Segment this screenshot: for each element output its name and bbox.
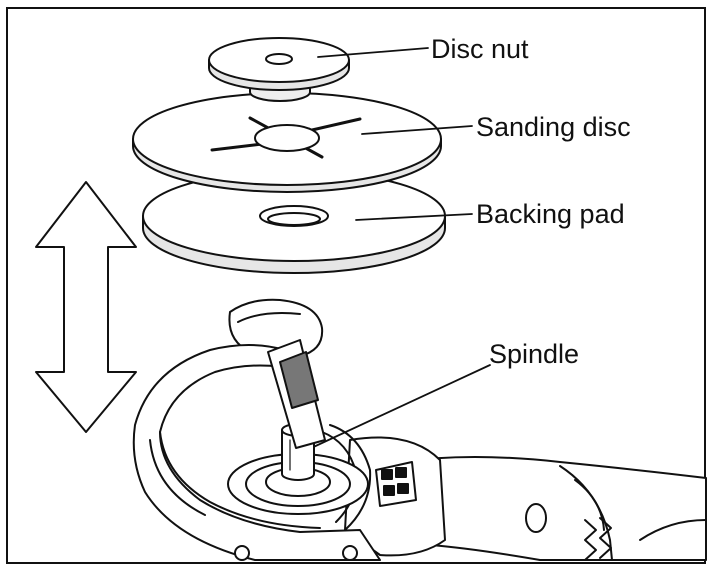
angle-grinder	[132, 298, 707, 561]
leader-line-spindle	[306, 364, 491, 451]
label-disc-nut: Disc nut	[431, 34, 529, 64]
leader-lines	[306, 47, 491, 451]
leader-line-sanding-disc	[361, 125, 473, 135]
double-headed-arrow-icon	[35, 181, 137, 433]
label-backing-pad: Backing pad	[476, 199, 625, 229]
leader-line-backing-pad	[355, 213, 473, 221]
label-sanding-disc: Sanding disc	[476, 112, 631, 142]
leader-line-disc-nut	[317, 47, 429, 58]
label-spindle: Spindle	[489, 339, 579, 369]
disc-nut	[208, 37, 350, 102]
diagram-frame	[6, 7, 706, 564]
sanding-disc	[132, 92, 442, 193]
labels: Disc nut Sanding disc Backing pad Spindl…	[431, 34, 631, 369]
backing-pad	[142, 170, 446, 274]
